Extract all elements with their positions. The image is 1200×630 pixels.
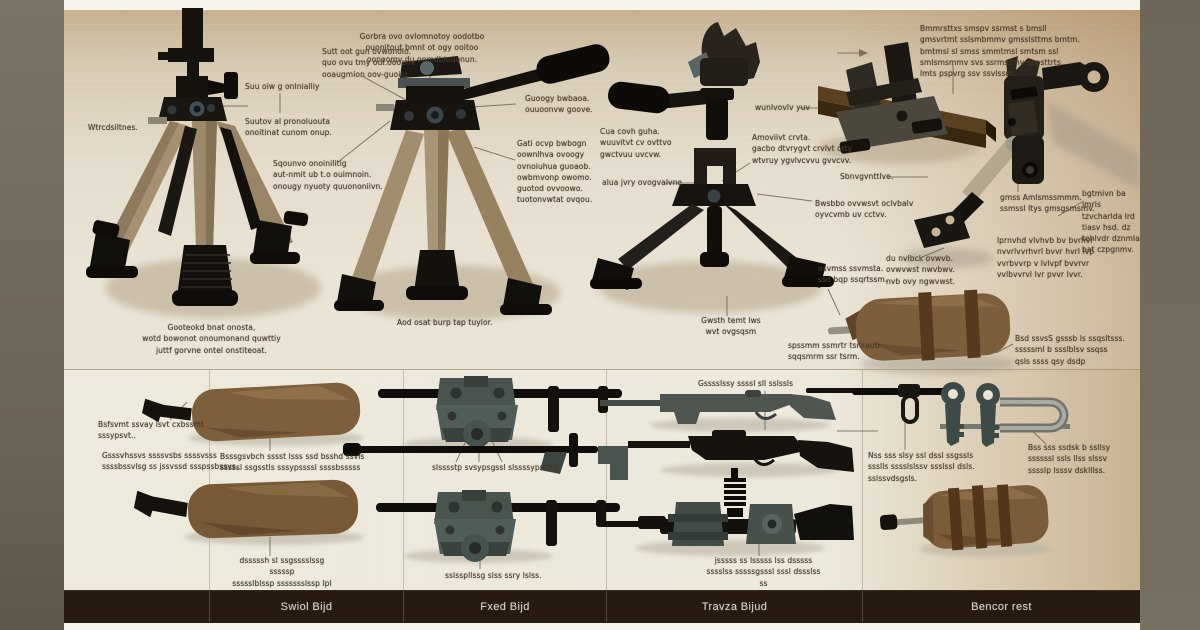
rail-clamp-1-illustration	[378, 376, 622, 448]
footer-cell-empty	[64, 591, 209, 623]
annotation: wunlvovlv yuv	[755, 103, 811, 112]
annotation: Sutt oot gun ovwonolo. quo ovu tmy oul.o…	[322, 47, 416, 79]
tripod-pan-head-illustration	[334, 44, 610, 315]
annotation: Gwsth temt lws wvt ovgsqsm	[701, 316, 761, 337]
column-divider	[403, 370, 404, 590]
annotation: bgtmivn ba lmris tzvcharlda lrd tiasv hs…	[1082, 189, 1140, 255]
rail-clamp-2-illustration	[376, 490, 620, 562]
sandbag-upper-illustration	[828, 289, 1011, 361]
annotation: spssmm ssmrtr tsrlrautr sqqsmrm ssr tsrm…	[788, 341, 881, 362]
annotation: Nss sss slsy ssl dssl ssgssls ssslls sss…	[868, 451, 975, 483]
annotation: Gsssslssy ssssl sll sslssls	[698, 379, 794, 388]
annotation: Suutov al pronoluouta onoitinat cunom on…	[245, 117, 332, 138]
annotation: alua jvry ovogvalvne	[602, 178, 683, 187]
tripod-ball-head-illustration	[86, 8, 309, 306]
top-white-strip	[64, 0, 1140, 10]
annotation: Bsd ssvsS gsssb ls ssqsltsss. sssssml b …	[1015, 334, 1126, 366]
left-frame-panel	[0, 0, 64, 630]
traverse-mount-illustration	[818, 42, 996, 154]
annotation: Gooteokd bnat onosta, wotd bowonot onoum…	[142, 323, 281, 355]
category-label: Fxed Bijd	[480, 601, 530, 613]
category-label: Travza Bijud	[701, 601, 768, 613]
annotation: Aod osat burp tap tuylor.	[397, 318, 493, 327]
sandbag-a2-illustration	[133, 479, 359, 539]
annotation: Bmmrsttxs smspv ssrmst s bmsll gmsvrtmt …	[920, 24, 1080, 78]
rifle-in-vise-illustration	[599, 468, 854, 546]
rifle-black-illustration	[628, 430, 854, 472]
infographic-canvas: Wtrcdsiltnes. Suu oiw g onlnialliy Suuto…	[64, 0, 1140, 630]
footer-cell-traverse-bipod: Travza Bijud	[606, 591, 862, 623]
column-divider	[209, 370, 210, 590]
clamp-arm-monopod-illustration	[914, 56, 1109, 248]
right-frame-panel	[1140, 0, 1200, 630]
annotation: gmss Amlsmssmmm. ssmssl ltys gmsgsmsmv.	[1000, 193, 1095, 214]
column-divider	[606, 370, 607, 590]
annotation: Gorbra ovo ovlomnotoy oodotbo ouonitout …	[359, 32, 485, 64]
annotation: osvmss ssvmsta. ssd bqp ssqrtssm.	[818, 264, 888, 285]
equipment-illustrations	[86, 8, 1140, 569]
category-footer-bar: Swiol Bijd Fxed Bijd Travza Bijud Bencor…	[64, 590, 1140, 623]
annotation: lprnvhd vlvhvb bv bvrhvr nvvrlvvrhvrl bv…	[997, 236, 1095, 279]
footer-cell-bench-rest: Bencor rest	[862, 591, 1140, 623]
annotation: Bss sss ssdsk b ssllsy ssssssl ssls llss…	[1028, 443, 1111, 475]
annotation: Cua covh guha. wuuvitvt cv ovttvo gwctvu…	[600, 127, 672, 159]
footer-cell-swivel-bipod: Swiol Bijd	[209, 591, 403, 623]
category-label: Bencor rest	[971, 601, 1032, 613]
annotation: Bsssgsvbch sssst lsss ssd bsshd ssvls ss…	[220, 452, 365, 473]
bottom-white-strip	[64, 623, 1140, 630]
annotation: Gsssvhssvs ssssvsbs ssssvsss ssssbssvlsg…	[102, 451, 239, 472]
sandbag-a1-illustration	[141, 382, 361, 442]
bench-rest-frame-illustration	[852, 382, 1070, 447]
rifle-gray-illustration	[600, 388, 880, 424]
annotation: Guoogy bwbaoa. ouuoonvw goove.	[525, 94, 593, 115]
footer-cell-fixed-bipod: Fxed Bijd	[403, 591, 606, 623]
annotation: slsssstp svsypsgssl slssssypsslsg	[432, 463, 559, 472]
annotation: du nvlbck ovwvb. ovwvwst nwvbwv. nvb ovy…	[886, 254, 956, 286]
sandbag-bench-illustration	[879, 484, 1049, 551]
annotation: Wtrcdsiltnes.	[87, 123, 138, 132]
annotation: Bwsbbo ovvwsvt oclvbalv oyvcvmb uv cctvv…	[815, 199, 914, 220]
category-label: Swiol Bijd	[280, 601, 333, 613]
rail-rod-middle-illustration	[343, 433, 628, 480]
annotation: Suu oiw g onlnialliy	[245, 82, 320, 91]
annotation: Gati ocvp bwbogn oownlhva ovoogy ovnoiuh…	[517, 139, 593, 205]
swivel-bipod-illustration	[590, 22, 834, 290]
annotation: Sqounvo onoinilitig aut-nmit ub t.o ouim…	[273, 159, 383, 191]
annotation: Amoviivt crvta. gacbo dtvrygvt crvlvt cr…	[752, 133, 853, 165]
annotation: Sbnvgvnttlve.	[840, 172, 894, 181]
annotation: Bsfsvmt ssvay lsvt cxbssmt sssypsvt..	[98, 420, 205, 441]
column-divider	[862, 370, 863, 590]
annotation: sslsspllssg slss ssry lslss.	[445, 571, 542, 580]
